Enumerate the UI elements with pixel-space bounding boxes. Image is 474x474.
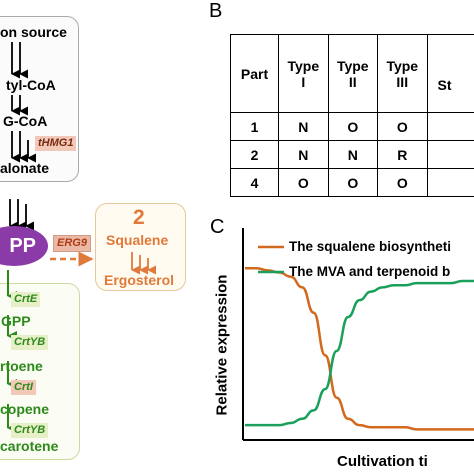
erg9-arrow [50, 251, 94, 267]
legend-label-squalene: The squalene biosyntheti [289, 239, 452, 254]
table-cell: O [327, 168, 379, 197]
hmg-coa-label: G-CoA [3, 113, 48, 129]
gene-thmg1: tHMG1 [35, 136, 77, 151]
header-part: Part [229, 34, 280, 113]
acetyl-coa-label: tyl-CoA [6, 77, 56, 93]
table-row: 4 O O O [229, 168, 474, 197]
gene-crti: CrtI [11, 380, 36, 395]
table-cell: O [278, 168, 329, 197]
cell-part: 2 [229, 140, 280, 169]
series-line-mva [244, 279, 474, 427]
gene-crte: CrtE [11, 292, 41, 307]
series-line-squalene [244, 267, 474, 431]
cell-part: 4 [229, 168, 280, 197]
table-cell: N [278, 140, 329, 169]
legend-label-mva: The MVA and terpenoid b [289, 264, 451, 279]
table-row: 2 N N R [229, 140, 474, 169]
gene-crtyb-1: CrtYB [11, 335, 49, 350]
table-cell [426, 168, 474, 197]
table-row: 1 N O O [229, 112, 474, 141]
squalene-box [95, 203, 186, 291]
beta-carotene-label: carotene [0, 438, 59, 454]
y-axis-label: Relative expression [213, 274, 231, 416]
fpp-label: PP [9, 235, 36, 257]
header-st: St [426, 34, 474, 113]
panel-c-letter: C [210, 216, 225, 238]
pathway-arrows-top [9, 42, 37, 231]
mevalonate-label: alonate [0, 160, 50, 176]
table-cell: O [377, 112, 428, 141]
phytoene-label: rtoene [0, 358, 43, 374]
panel-b-letter: B [209, 0, 223, 22]
gene-erg9: ERG9 [53, 235, 91, 252]
ergosterol-label: Ergosterol [104, 272, 175, 288]
branch-number: 2 [133, 206, 145, 229]
carbon-source-label: on source [0, 24, 67, 40]
table-cell: R [377, 140, 428, 169]
table-cell: O [377, 168, 428, 197]
squalene-label: Squalene [106, 232, 169, 248]
table-cell: O [327, 112, 379, 141]
x-axis-label: Cultivation ti [337, 453, 428, 470]
series-layer [244, 267, 474, 431]
squalene-arrows [131, 252, 157, 275]
table-cell [426, 112, 474, 141]
lycopene-label: copene [0, 401, 50, 417]
ggpp-label: GPP [1, 313, 31, 329]
gene-crtyb-2: CrtYB [11, 423, 49, 438]
carotenoid-arrows [7, 270, 17, 433]
